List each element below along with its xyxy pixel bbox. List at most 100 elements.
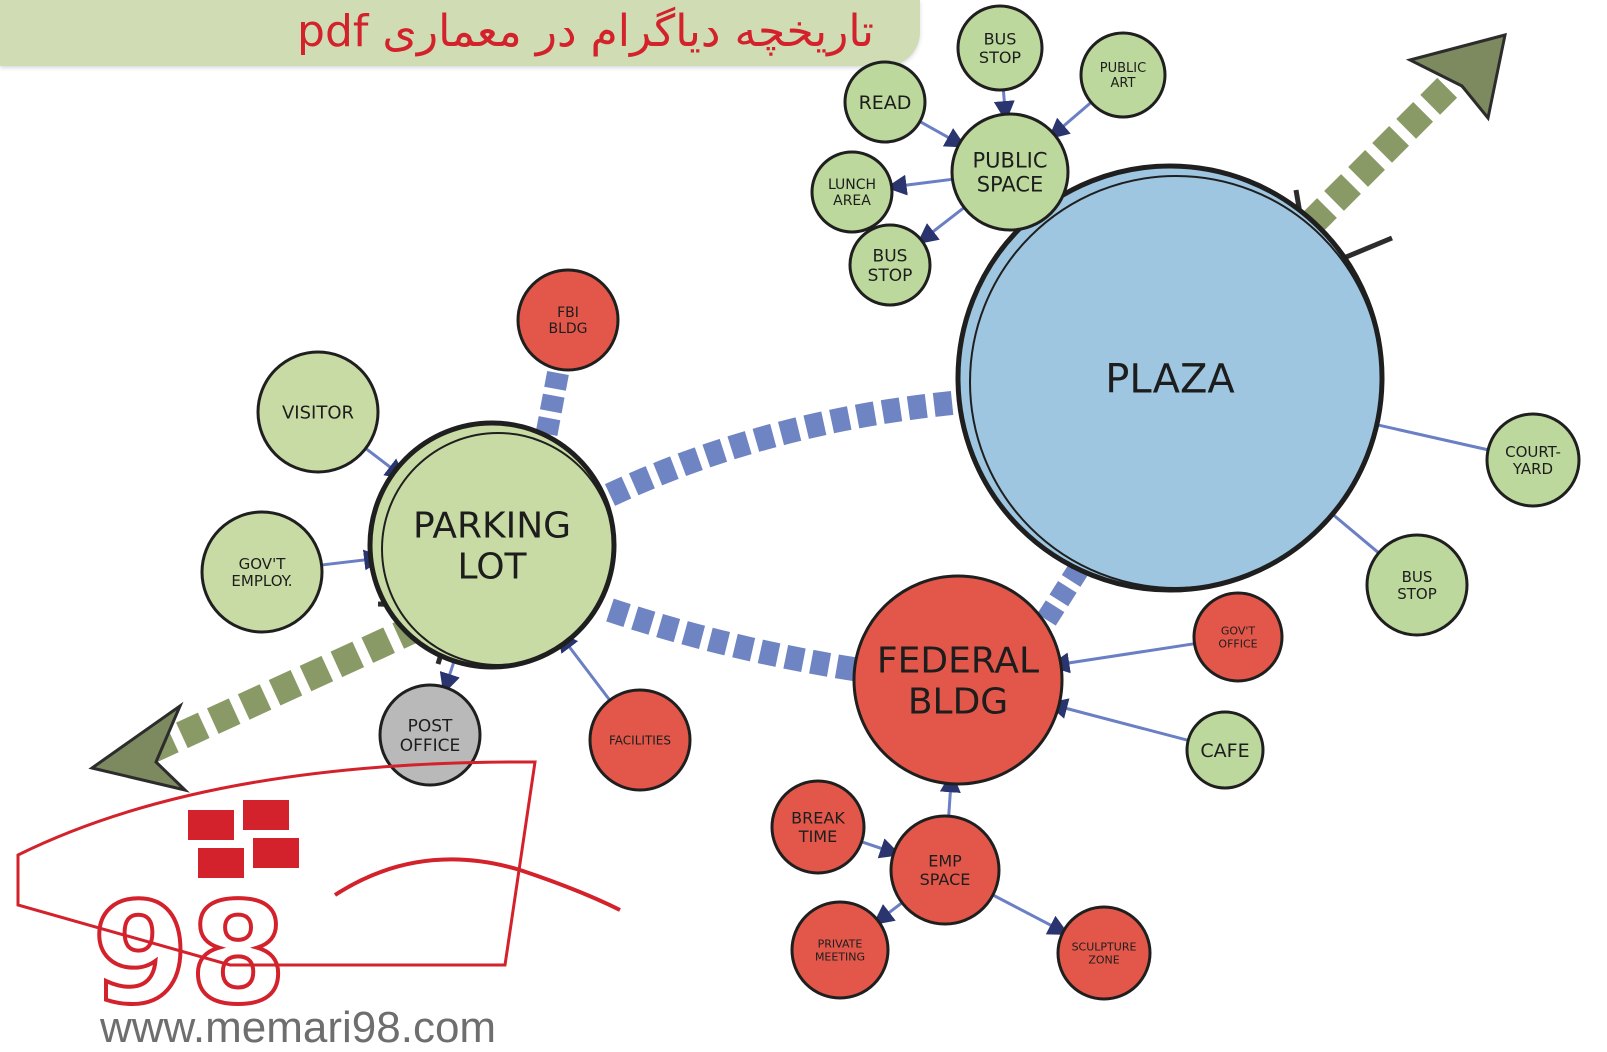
node-label: PLAZA xyxy=(1105,356,1235,402)
node-label: BLDG xyxy=(908,682,1008,723)
node-label: PUBLIC xyxy=(973,148,1048,172)
node-label: POST xyxy=(408,716,453,736)
node-circle xyxy=(810,150,894,234)
chevron-arrow-southwest-icon xyxy=(88,701,190,793)
node-label: OFFICE xyxy=(400,736,461,756)
link-public-art-public-space xyxy=(1048,97,1097,140)
link-court-yard-plaza xyxy=(1354,413,1496,453)
node-label: MEETING xyxy=(815,950,865,963)
node-label: EMPLOY. xyxy=(231,572,292,590)
corridor-exit-northeast xyxy=(1300,70,1465,235)
watermark-swoosh xyxy=(16,760,537,967)
node-label: ART xyxy=(1111,76,1136,91)
corridor-links xyxy=(144,70,1465,763)
corridor-parking-plaza xyxy=(604,390,964,506)
node-label: SPACE xyxy=(920,870,971,889)
node-label: GOV'T xyxy=(239,555,287,573)
title-banner: تاریخچه دیاگرام در معماری pdf xyxy=(0,0,920,66)
node-label: PARKING xyxy=(413,505,571,546)
node-circle xyxy=(1185,710,1265,790)
link-public-space-lunch-area xyxy=(885,174,962,196)
node-label: READ xyxy=(859,92,912,114)
node-visitor: VISITOR xyxy=(256,350,380,474)
logo-square xyxy=(188,810,234,840)
link-public-space-bus-stop-left xyxy=(916,201,972,245)
node-label: ZONE xyxy=(1088,953,1119,966)
node-circle xyxy=(516,268,620,372)
node-label: FBI xyxy=(557,305,579,321)
node-circle xyxy=(956,4,1044,92)
node-circle xyxy=(1485,412,1581,508)
node-label: PRIVATE xyxy=(818,938,863,951)
node-label: BUS xyxy=(873,246,908,266)
node-circle xyxy=(770,779,866,875)
logo-square xyxy=(198,848,244,878)
node-label: FEDERAL xyxy=(877,640,1039,681)
node-label: VISITOR xyxy=(282,402,354,423)
node-label: LOT xyxy=(457,547,527,588)
node-label: STOP xyxy=(868,266,913,286)
node-label: EMP xyxy=(928,852,962,871)
node-circle xyxy=(588,688,692,792)
node-inner-ring xyxy=(381,432,615,666)
node-circle xyxy=(1056,905,1152,1001)
link-govt-office-federal-bldg xyxy=(1048,641,1202,674)
chevron-arrow-northeast-icon xyxy=(1405,32,1507,122)
node-circle xyxy=(848,223,932,307)
node-circle xyxy=(378,683,482,787)
corridor-plaza-federal xyxy=(1030,542,1102,636)
node-label: TIME xyxy=(798,827,837,846)
logo-square xyxy=(243,800,289,830)
node-label: BLDG xyxy=(548,321,587,337)
node-circle xyxy=(1192,591,1284,683)
link-facilities-parking-lot xyxy=(557,630,616,708)
node-label: GOV'T xyxy=(1221,625,1256,638)
memari98-watermark: 98 www.memari98.com xyxy=(16,760,621,1052)
website-url: www.memari98.com xyxy=(99,1003,496,1052)
node-plaza: PLAZA xyxy=(955,163,1385,593)
node-circle xyxy=(790,900,890,1000)
node-label: LUNCH xyxy=(828,177,876,193)
banner-title: تاریخچه دیاگرام در معماری pdf xyxy=(297,6,874,57)
node-label: CAFE xyxy=(1200,740,1249,762)
node-circle xyxy=(852,574,1064,786)
node-label: PUBLIC xyxy=(1100,61,1146,76)
link-cafe-federal-bldg xyxy=(1046,698,1195,744)
node-read: READ xyxy=(843,60,927,144)
node-label: COURT- xyxy=(1505,443,1561,461)
logo-square xyxy=(253,838,299,868)
nodes-layer: PLAZAPARKINGLOTPUBLICSPACEFEDERALBLDGEMP… xyxy=(200,4,1581,1001)
node-inner-ring xyxy=(969,175,1383,589)
corridor-exit-southwest xyxy=(144,613,426,763)
node-label: FACILITIES xyxy=(609,733,671,747)
node-label: STOP xyxy=(979,48,1022,67)
node-label: SPACE xyxy=(977,173,1044,197)
node-label: BREAK xyxy=(791,809,845,828)
node-label: AREA xyxy=(833,193,871,209)
node-label: SCULPTURE xyxy=(1072,941,1137,954)
corridor-parking-federal xyxy=(606,598,862,682)
node-label: STOP xyxy=(1397,585,1437,603)
logo-digits: 98 xyxy=(92,873,287,1036)
node-label: OFFICE xyxy=(1218,637,1257,650)
node-circle xyxy=(1079,31,1167,119)
link-read-public-space xyxy=(913,117,967,148)
node-label: BUS xyxy=(1402,568,1433,586)
node-circle xyxy=(200,510,324,634)
node-court-yard: COURT-YARD xyxy=(1485,412,1581,508)
